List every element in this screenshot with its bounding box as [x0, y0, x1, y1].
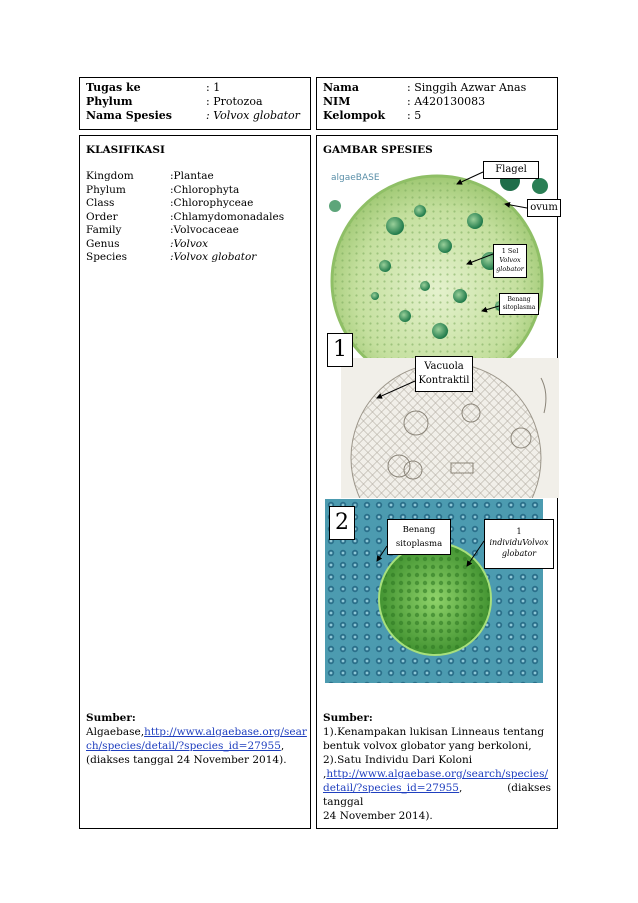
header-value: : 1	[206, 81, 221, 94]
header-key: Kelompok	[323, 109, 386, 122]
source-line: ch/species/detail/?species_id=27955,	[86, 739, 304, 753]
label-benang-sitoplasma-1: Benang sitoplasma	[499, 293, 539, 315]
header-row-nama: Nama : Singgih Azwar Anas	[323, 81, 551, 95]
klas-key: Kingdom	[86, 170, 134, 182]
label-arrows	[376, 171, 528, 567]
source-title: Sumber:	[323, 712, 373, 724]
klasifikasi-row: Family :Volvocaceae	[86, 224, 284, 238]
label-line: globator	[501, 549, 537, 558]
header-row-phylum: Phylum : Protozoa	[86, 95, 304, 109]
label-ovum: ovum	[527, 199, 561, 217]
gambar-box: GAMBAR SPESIES	[316, 135, 561, 829]
header-value: : Singgih Azwar Anas	[407, 81, 527, 94]
source-after-link: , (diakses tanggal	[323, 782, 551, 808]
klasifikasi-row: Phylum :Chlorophyta	[86, 184, 284, 198]
source-line: bentuk volvox globator yang berkoloni,	[323, 740, 532, 752]
header-key: Tugas ke	[86, 81, 141, 94]
label-1-individu: 1 individuVolvox globator	[484, 519, 554, 569]
label-flagel: Flagel	[483, 161, 539, 179]
header-row-nim: NIM : A420130083	[323, 95, 551, 109]
linneaus-sketch-image	[341, 358, 559, 498]
klasifikasi-row: Class :Chlorophyceae	[86, 197, 284, 211]
klas-key: Class	[86, 197, 115, 209]
source-suffix: ,	[280, 740, 285, 752]
source-line-text: 2).Satu Individu Dari Koloni	[323, 754, 473, 766]
label-line: individuVolvox	[489, 538, 549, 547]
klas-key: Genus	[86, 237, 120, 250]
label-line: sitoplasma	[395, 539, 443, 549]
klasifikasi-box: KLASIFIKASI Kingdom :Plantae Phylum :Chlor…	[79, 135, 311, 829]
label-line: sitoplasma	[502, 304, 536, 311]
header-key: Nama Spesies	[86, 109, 172, 122]
klasifikasi-list: Kingdom :Plantae Phylum :Chlorophyta Class…	[86, 170, 284, 265]
label-line: 1	[516, 527, 522, 536]
klas-value: :Chlorophyceae	[170, 197, 254, 209]
header-value: : A420130083	[407, 95, 486, 108]
klasifikasi-row: Genus :Volvox	[86, 238, 284, 252]
watermark: algaeBASE	[331, 173, 380, 183]
label-line: Vacuola	[424, 361, 464, 372]
header-left-box: Tugas ke : 1 Phylum : Protozoa Nama Spes…	[79, 77, 311, 130]
klasifikasi-row: Species :Volvox globator	[86, 251, 284, 265]
label-line: 1 Sel	[501, 247, 519, 255]
source-line: 24 November 2014).	[323, 810, 433, 822]
source-line: detail/?species_id=27955, (diakses tangg…	[323, 781, 551, 809]
source-line: Algaebase,http://www.algaebase.org/sear	[86, 725, 307, 739]
klasifikasi-row: Kingdom :Plantae	[86, 170, 284, 184]
label-1-sel: 1 Sel Volvox globator	[493, 244, 527, 278]
header-row-kelompok: Kelompok : 5	[323, 109, 551, 123]
header-key: Phylum	[86, 95, 133, 108]
source-link-part1[interactable]: http://www.algaebase.org/sear	[144, 726, 307, 738]
klas-value: :Volvox	[170, 237, 209, 250]
klas-key: Order	[86, 210, 118, 223]
klas-value: :Volvocaceae	[170, 224, 239, 236]
source-link-part2[interactable]: detail/?species_id=27955	[323, 782, 459, 794]
source-link-prefix: ,	[323, 768, 327, 780]
header-value: : Protozoa	[206, 95, 263, 108]
label-line: Kontraktil	[418, 375, 470, 386]
header-key: Nama	[323, 81, 359, 94]
source-line: 1).Kenampakan lukisan Linneaus tentang	[323, 726, 545, 738]
label-line: Benang	[402, 525, 436, 535]
klas-key: Phylum	[86, 183, 126, 196]
header-value: : 5	[407, 109, 422, 122]
header-key: NIM	[323, 95, 351, 108]
source-title: Sumber:	[86, 712, 136, 724]
klasifikasi-source: Sumber: Algaebase,http://www.algaebase.o…	[86, 711, 307, 767]
figure-number-1: 1	[327, 333, 353, 367]
source-line: 2).Satu Individu Dari Koloni	[323, 753, 551, 767]
label-line: globator	[496, 265, 524, 273]
label-vacuola-kontraktil: Vacuola Kontraktil	[415, 356, 473, 392]
klas-value: :Plantae	[170, 170, 214, 182]
klasifikasi-title: KLASIFIKASI	[86, 144, 165, 156]
label-line: Benang	[507, 296, 531, 303]
figure-number-2: 2	[329, 506, 355, 540]
gambar-title: GAMBAR SPESIES	[323, 144, 433, 156]
source-line: ,http://www.algaebase.org/search/species…	[323, 767, 551, 781]
header-right-box: Nama : Singgih Azwar Anas NIM : A4201300…	[316, 77, 558, 130]
label-line: Volvox	[499, 256, 521, 264]
source-accessed: (diakses tanggal 24 November 2014).	[86, 754, 287, 766]
header-value: : Volvox globator	[206, 109, 300, 122]
klas-key: Family	[86, 224, 122, 236]
header-row-nama-spesies: Nama Spesies : Volvox globator	[86, 109, 304, 123]
klas-value: :Chlamydomonadales	[170, 210, 285, 223]
source-prefix: Algaebase,	[86, 726, 145, 738]
header-row-tugas: Tugas ke : 1	[86, 81, 304, 95]
klasifikasi-row: Order :Chlamydomonadales	[86, 211, 284, 225]
label-benang-sitoplasma-2: Benang sitoplasma	[387, 519, 451, 555]
klas-key: Species	[86, 251, 127, 263]
klas-value: :Volvox globator	[170, 251, 257, 263]
gambar-source: Sumber: 1).Kenampakan lukisan Linneaus t…	[323, 711, 551, 823]
klas-value: :Chlorophyta	[170, 183, 240, 196]
source-link-part2[interactable]: ch/species/detail/?species_id=27955	[86, 740, 281, 752]
source-link-part1[interactable]: http://www.algaebase.org/search/species/	[326, 768, 549, 780]
volvox-individual-image	[325, 499, 543, 683]
